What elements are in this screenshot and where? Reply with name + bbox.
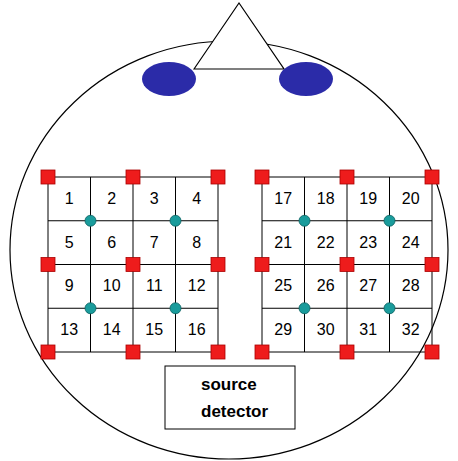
channel-number: 4 <box>192 191 201 207</box>
source-marker <box>211 345 225 359</box>
grid-line <box>262 308 432 309</box>
channel-number: 24 <box>402 235 420 251</box>
detector-marker <box>299 303 310 314</box>
channel-number: 31 <box>359 322 377 338</box>
source-marker <box>425 170 439 184</box>
channel-number: 7 <box>150 235 159 251</box>
channel-number: 15 <box>145 322 163 338</box>
source-marker <box>425 258 439 272</box>
detector-marker <box>85 303 96 314</box>
channel-number: 2 <box>107 191 116 207</box>
source-marker <box>255 345 269 359</box>
eye <box>142 62 196 96</box>
source-marker <box>126 170 140 184</box>
source-marker <box>211 170 225 184</box>
channel-number: 3 <box>150 191 159 207</box>
channel-number: 14 <box>103 322 121 338</box>
detector-marker <box>299 215 310 226</box>
channel-number: 22 <box>317 235 335 251</box>
channel-number: 13 <box>60 322 78 338</box>
channel-number: 9 <box>65 278 74 294</box>
channel-number: 29 <box>274 322 292 338</box>
channel-number: 25 <box>274 278 292 294</box>
nose <box>194 3 284 69</box>
channel-number: 12 <box>188 278 206 294</box>
source-marker <box>340 258 354 272</box>
channel-number: 19 <box>359 191 377 207</box>
source-marker <box>41 258 55 272</box>
source-marker <box>255 170 269 184</box>
channel-number: 11 <box>146 278 163 294</box>
channel-number: 5 <box>65 235 74 251</box>
channel-number: 32 <box>402 322 420 338</box>
source-marker <box>211 258 225 272</box>
detector-marker <box>170 215 181 226</box>
source-marker <box>41 170 55 184</box>
channel-number: 8 <box>192 235 201 251</box>
eye <box>279 62 333 96</box>
grid-line <box>48 308 218 309</box>
head-outline <box>10 41 448 459</box>
channel-number: 23 <box>359 235 377 251</box>
channel-number: 1 <box>65 191 74 207</box>
channel-number: 10 <box>103 278 121 294</box>
detector-marker <box>170 303 181 314</box>
grid-line <box>389 177 390 352</box>
legend-text: detector <box>201 403 268 420</box>
channel-number: 30 <box>317 322 335 338</box>
source-marker <box>41 345 55 359</box>
detector-marker <box>85 215 96 226</box>
legend-text: source <box>201 376 257 393</box>
channel-number: 16 <box>188 322 206 338</box>
source-marker <box>425 345 439 359</box>
source-marker <box>340 170 354 184</box>
grid-lines <box>48 177 432 352</box>
source-marker <box>255 258 269 272</box>
channel-number: 18 <box>317 191 335 207</box>
channel-number: 17 <box>274 191 292 207</box>
channel-number: 6 <box>107 235 116 251</box>
legend-box <box>165 366 295 429</box>
channel-number: 21 <box>274 235 292 251</box>
channel-number: 26 <box>317 278 335 294</box>
channel-number: 20 <box>402 191 420 207</box>
optode-marks <box>41 170 439 418</box>
source-marker <box>126 258 140 272</box>
channel-number: 28 <box>402 278 420 294</box>
grid-line <box>175 177 176 352</box>
detector-marker <box>384 303 395 314</box>
source-marker <box>340 345 354 359</box>
channel-number: 27 <box>359 278 377 294</box>
source-marker <box>126 345 140 359</box>
detector-marker <box>384 215 395 226</box>
